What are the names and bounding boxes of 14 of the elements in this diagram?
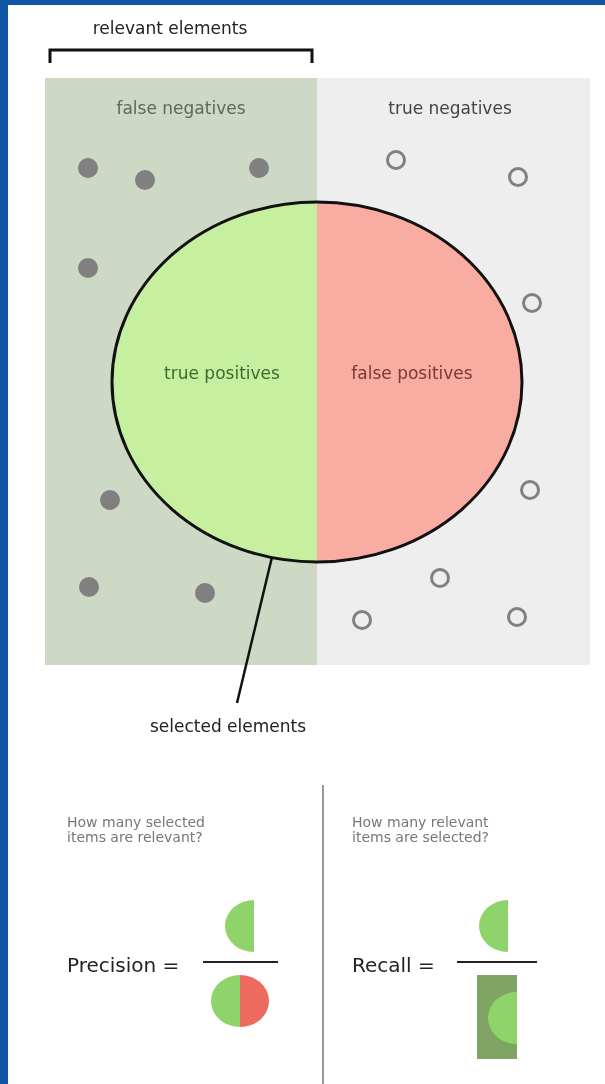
region-label: true positives <box>164 363 280 383</box>
region-label: true negatives <box>388 98 512 118</box>
ellipse-half <box>317 202 522 562</box>
leader-line <box>235 556 274 704</box>
selection-ellipse <box>112 202 522 562</box>
formula-text: Precision = <box>67 953 180 977</box>
question-text: How many relevant items are selected? <box>352 815 490 846</box>
ellipse-half <box>112 202 317 562</box>
formula-text: Recall = <box>352 953 435 977</box>
question-text: How many selected items are relevant? <box>67 815 206 846</box>
bracket-label: relevant elements <box>92 18 248 38</box>
region-label: false negatives <box>116 98 246 118</box>
caption-text: selected elements <box>149 716 307 736</box>
region-label: false positives <box>351 363 473 383</box>
